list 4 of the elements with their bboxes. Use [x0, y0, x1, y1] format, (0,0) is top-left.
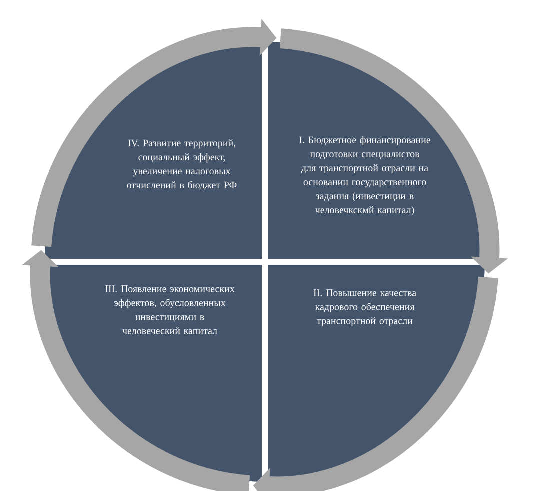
quadrant-sector: III. Появление экономических эффектов, обусловленных инвестициями в человеческий капитал	[45, 265, 262, 482]
quadrant-sector: I. Бюджетное финансирование подготовки специалистов для транспортной отрасли на основании государственного задания (инвестиции в человечкскмй капитал)	[268, 42, 485, 259]
quadrant-sector: IV. Развитие территорий, социальный эффект, увеличение налоговых отчислений в бюджет РФ	[45, 42, 262, 259]
quadrant-sector: II. Повышение качества кадрового обеспечения транспортной отрасли	[268, 265, 485, 482]
